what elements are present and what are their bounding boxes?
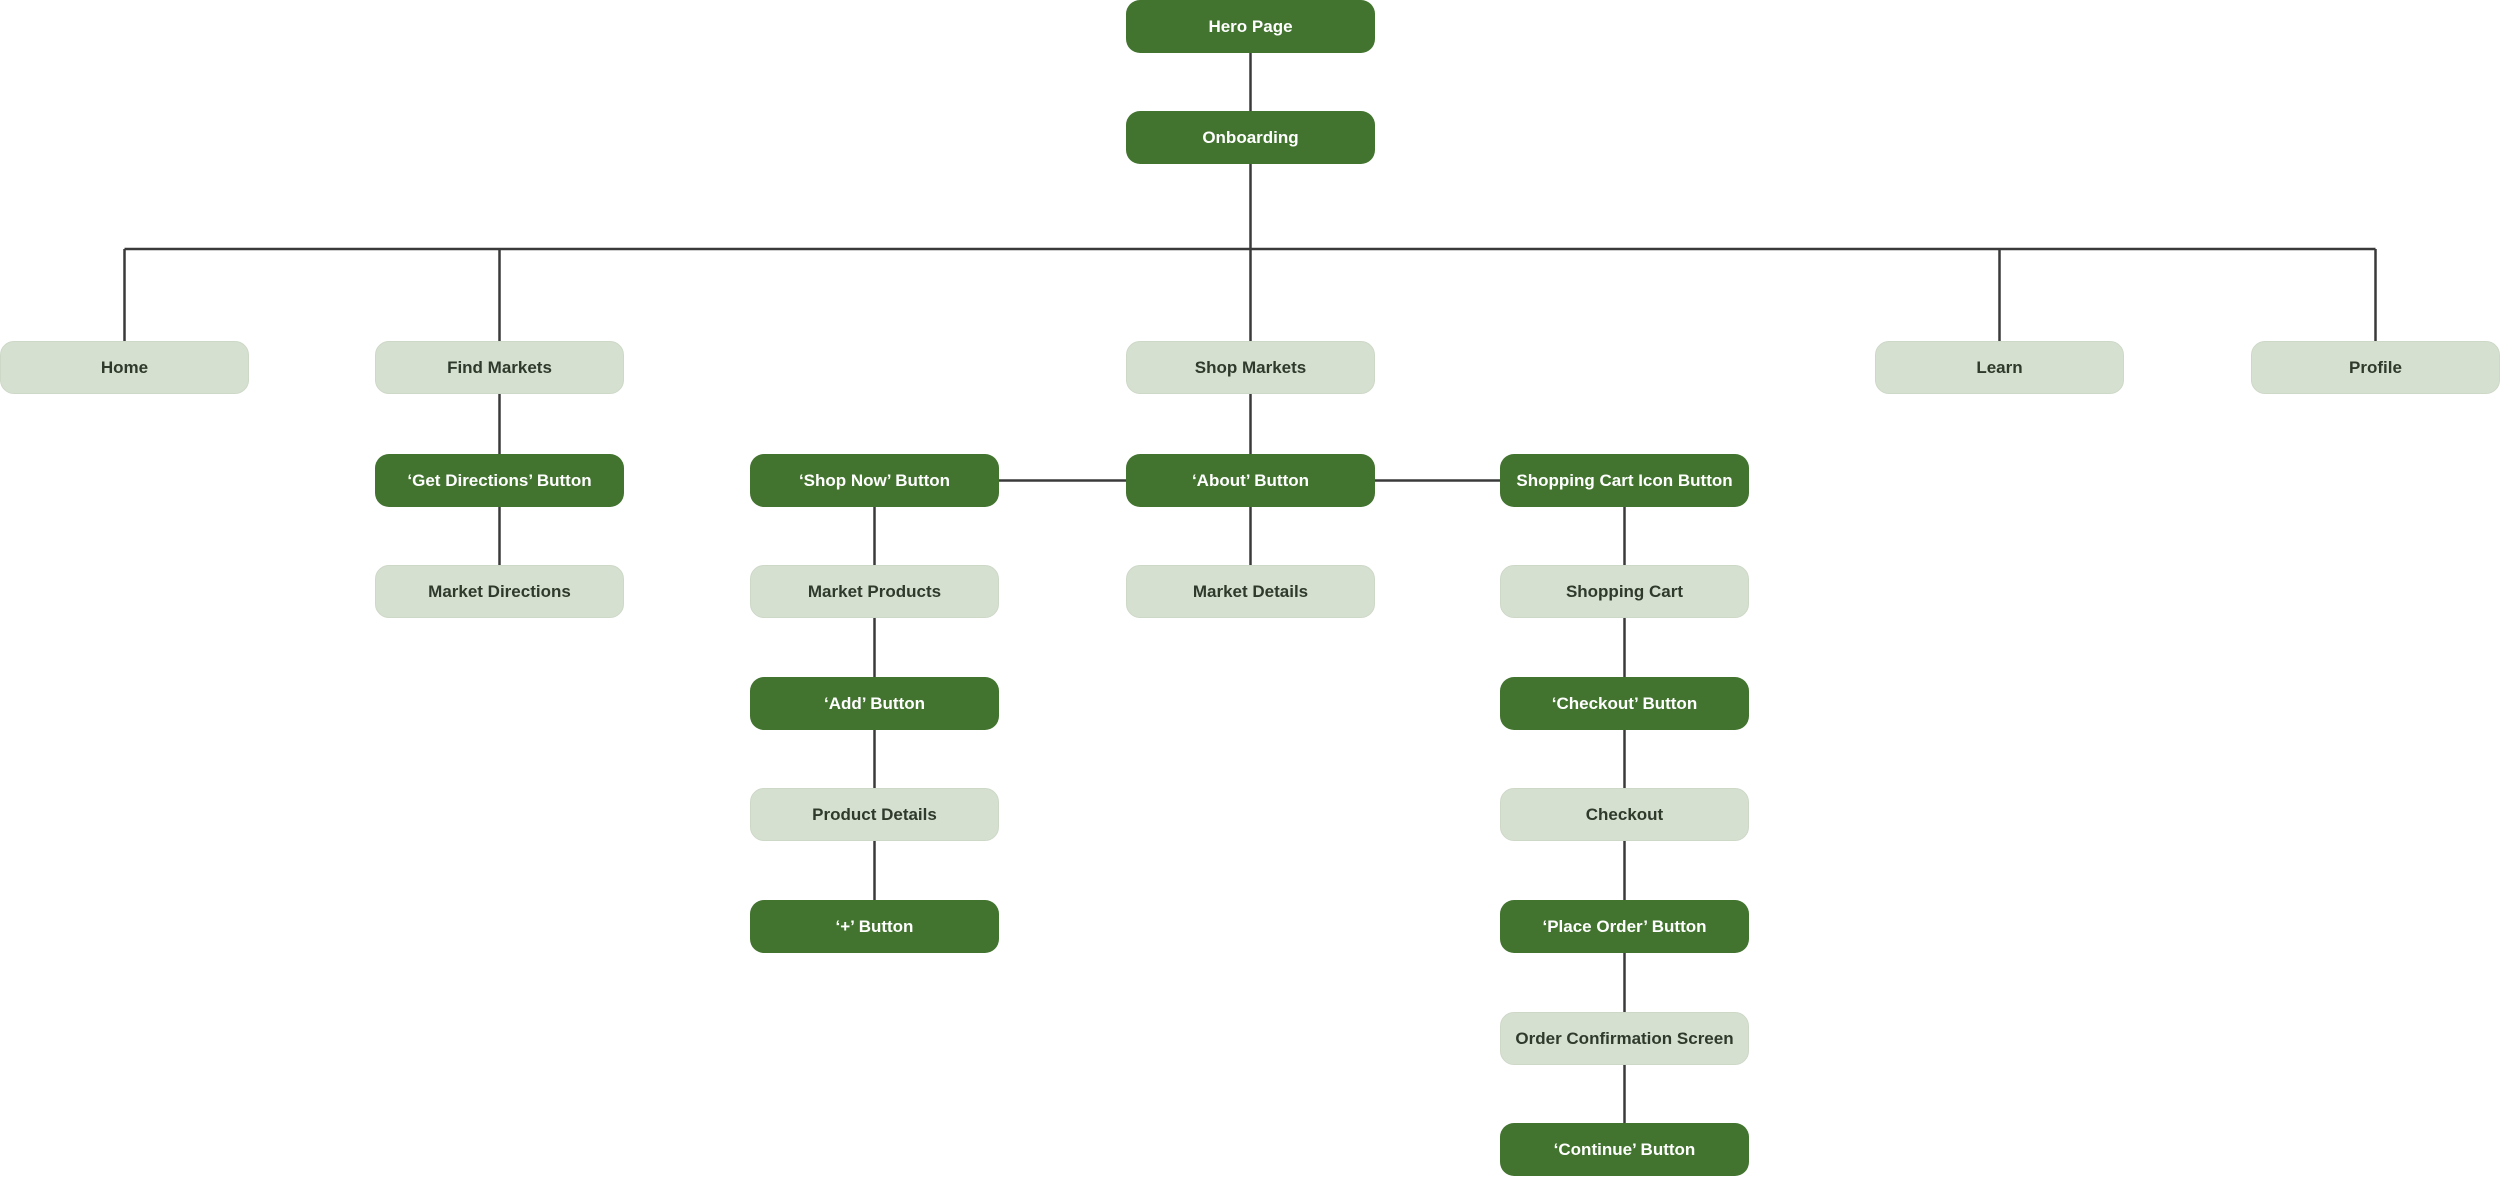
node-plus-button[interactable]: ‘+’ Button <box>750 900 999 953</box>
node-find-markets[interactable]: Find Markets <box>375 341 624 394</box>
node-get-directions-button[interactable]: ‘Get Directions’ Button <box>375 454 624 507</box>
node-shop-markets[interactable]: Shop Markets <box>1126 341 1375 394</box>
node-shopping-cart-icon-button[interactable]: Shopping Cart Icon Button <box>1500 454 1749 507</box>
node-place-order-button[interactable]: ‘Place Order’ Button <box>1500 900 1749 953</box>
node-continue-button[interactable]: ‘Continue’ Button <box>1500 1123 1749 1176</box>
node-onboarding[interactable]: Onboarding <box>1126 111 1375 164</box>
node-market-details[interactable]: Market Details <box>1126 565 1375 618</box>
node-market-products[interactable]: Market Products <box>750 565 999 618</box>
node-about-button[interactable]: ‘About’ Button <box>1126 454 1375 507</box>
node-profile[interactable]: Profile <box>2251 341 2500 394</box>
node-checkout[interactable]: Checkout <box>1500 788 1749 841</box>
node-learn[interactable]: Learn <box>1875 341 2124 394</box>
node-add-button[interactable]: ‘Add’ Button <box>750 677 999 730</box>
node-shopping-cart[interactable]: Shopping Cart <box>1500 565 1749 618</box>
node-shop-now-button[interactable]: ‘Shop Now’ Button <box>750 454 999 507</box>
node-home[interactable]: Home <box>0 341 249 394</box>
node-checkout-button[interactable]: ‘Checkout’ Button <box>1500 677 1749 730</box>
node-order-confirmation-screen[interactable]: Order Confirmation Screen <box>1500 1012 1749 1065</box>
node-hero-page[interactable]: Hero Page <box>1126 0 1375 53</box>
node-market-directions[interactable]: Market Directions <box>375 565 624 618</box>
node-product-details[interactable]: Product Details <box>750 788 999 841</box>
